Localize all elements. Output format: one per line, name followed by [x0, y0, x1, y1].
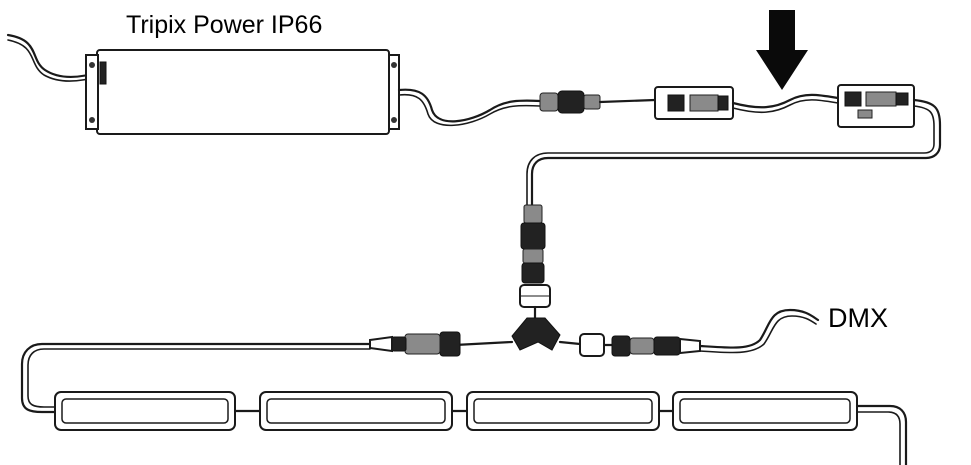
dmx-cable-inner	[699, 315, 817, 354]
cable-loop-to-splitter	[530, 98, 942, 207]
vertical-connector	[520, 204, 546, 284]
dmx-cable	[698, 308, 820, 349]
fixture-4	[672, 391, 858, 431]
fixture-2	[259, 391, 453, 431]
right-branch-ferrite	[579, 333, 605, 357]
psu-output-cable-inner	[398, 93, 541, 127]
tail-cable-inner	[856, 411, 901, 465]
fixture-3	[466, 391, 660, 431]
fixture-1	[54, 391, 236, 431]
power-supply-label: Tripix Power IP66	[126, 11, 323, 39]
psu-output-connector	[539, 90, 601, 114]
tail-cable	[855, 404, 908, 465]
left-branch-cable	[453, 340, 514, 347]
cable-between-junctions	[731, 93, 840, 109]
left-branch-connector	[369, 331, 461, 357]
right-branch-cable	[558, 340, 582, 346]
y-splitter	[511, 317, 561, 351]
power-supply	[85, 49, 400, 135]
mains-cable-inner	[7, 39, 101, 82]
cable-to-junction-1	[598, 98, 657, 104]
dmx-connector	[611, 335, 701, 357]
junction-box-2	[837, 84, 915, 128]
junction-box-1	[654, 86, 734, 120]
down-arrow-icon	[756, 10, 808, 90]
cable-loop-to-splitter-inner	[526, 105, 935, 206]
dmx-label: DMX	[828, 303, 888, 333]
fixture-feed-cable	[20, 342, 372, 414]
mains-cable	[6, 33, 102, 79]
cable-between-junctions-inner	[732, 99, 839, 114]
psu-output-cable	[397, 88, 542, 123]
fixture-feed-cable-inner	[27, 348, 371, 408]
ferrite-core	[519, 284, 551, 308]
